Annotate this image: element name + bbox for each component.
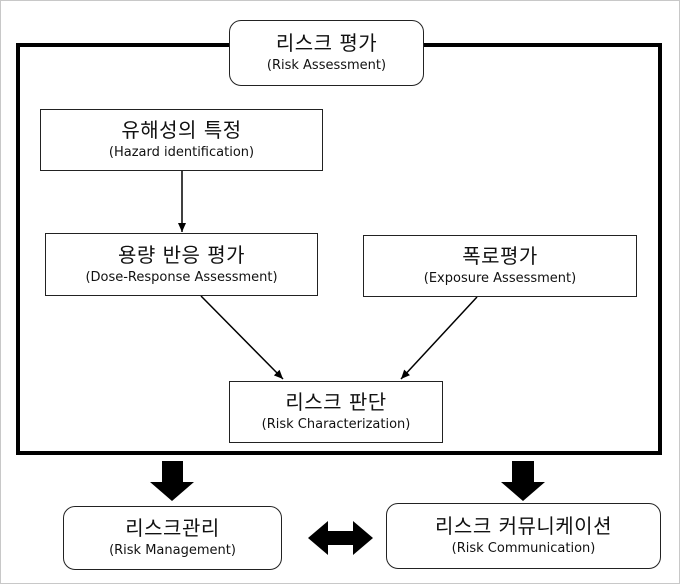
risk-management-en: (Risk Management)	[109, 543, 236, 558]
down-arrow-to-communication	[501, 461, 545, 501]
hazard-identification-box: 유해성의 특정 (Hazard identification)	[40, 109, 323, 171]
exposure-assessment-en: (Exposure Assessment)	[423, 271, 577, 286]
hazard-identification-en: (Hazard identification)	[108, 145, 255, 160]
hazard-identification-ko: 유해성의 특정	[121, 118, 242, 142]
risk-assessment-title-ko: 리스크 평가	[275, 31, 378, 55]
down-arrow-to-management	[150, 461, 194, 501]
bidirectional-arrow	[308, 521, 373, 555]
risk-management-box: 리스크관리 (Risk Management)	[63, 506, 282, 570]
risk-management-ko: 리스크관리	[125, 516, 220, 540]
risk-communication-ko: 리스크 커뮤니케이션	[435, 514, 612, 538]
risk-communication-en: (Risk Communication)	[451, 541, 596, 556]
dose-response-en: (Dose-Response Assessment)	[85, 269, 278, 285]
risk-characterization-en: (Risk Characterization)	[261, 417, 411, 432]
dose-response-ko: 용량 반응 평가	[117, 242, 246, 267]
risk-communication-box: 리스크 커뮤니케이션 (Risk Communication)	[386, 503, 661, 569]
risk-assessment-title-en: (Risk Assessment)	[266, 58, 387, 73]
dose-response-box: 용량 반응 평가 (Dose-Response Assessment)	[45, 233, 318, 296]
exposure-assessment-ko: 폭로평가	[462, 244, 538, 268]
risk-characterization-box: 리스크 판단 (Risk Characterization)	[229, 381, 443, 443]
risk-characterization-ko: 리스크 판단	[285, 390, 387, 414]
risk-assessment-box: 리스크 평가 (Risk Assessment)	[229, 20, 424, 86]
exposure-assessment-box: 폭로평가 (Exposure Assessment)	[363, 235, 637, 297]
